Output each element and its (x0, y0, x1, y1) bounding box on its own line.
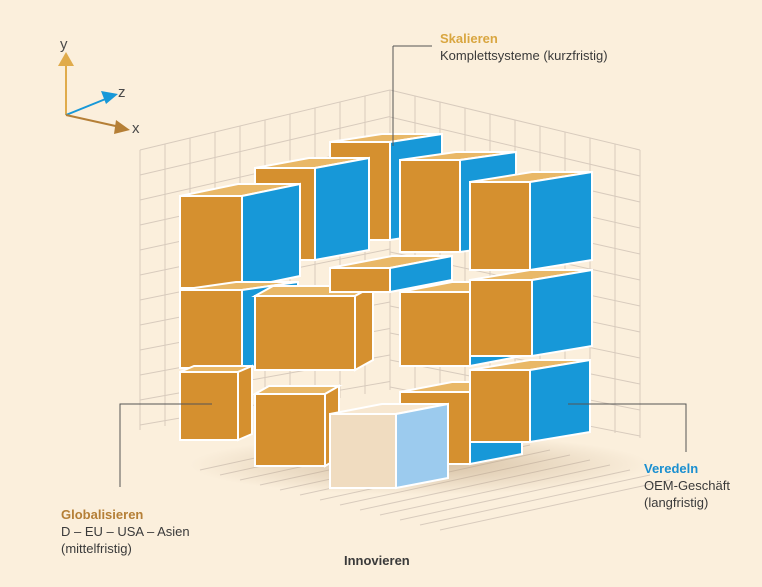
callout-globalisieren: Globalisieren D – EU – USA – Asien (mitt… (61, 506, 190, 557)
grid-line (439, 479, 671, 531)
callout-globalisieren-line1: D – EU – USA – Asien (61, 524, 190, 539)
grid-line (389, 89, 641, 151)
y-axis-arrowhead (58, 52, 74, 66)
cube-mid-center-left-side (354, 284, 374, 372)
cube-bottom-left-side (237, 364, 253, 442)
grid-line (419, 474, 651, 526)
cube-mid-right-front (469, 279, 533, 357)
cube-mid-right-side (531, 268, 593, 358)
cube-mid-center-right-front (399, 291, 471, 367)
cube-highlight (329, 402, 449, 490)
cube-mid-left-front (179, 289, 243, 369)
cube-top-mid-left-side (314, 156, 370, 262)
grid-line (139, 116, 391, 176)
leader-lines (119, 45, 687, 487)
cube-mid-center-top-front (329, 267, 391, 293)
callout-globalisieren-line2: (mittelfristig) (61, 541, 132, 556)
x-axis-label: x (132, 120, 140, 137)
z-axis-arrow (65, 97, 109, 116)
grid-line (139, 89, 391, 151)
grid-line (389, 116, 641, 177)
cube-highlight-side (395, 402, 449, 490)
cube-top-front-right (469, 170, 593, 272)
callout-skalieren: Skalieren Komplettsysteme (kurzfristig) (440, 30, 608, 64)
cube-mid-center-left (251, 284, 377, 372)
z-axis-arrowhead (101, 91, 118, 104)
cube-highlight-front (329, 413, 397, 489)
cube-top-front-left-side (241, 182, 301, 290)
cube-bottom-center-left (251, 384, 343, 468)
cube-bottom-center-left-front (254, 393, 326, 467)
cube-bottom-right (469, 358, 591, 444)
callout-skalieren-text: Komplettsysteme (kurzfristig) (440, 48, 608, 63)
axis-indicator (58, 52, 130, 134)
x-axis-arrow (65, 114, 121, 128)
callout-skalieren-title: Skalieren (440, 31, 498, 46)
z-axis-label: z (118, 84, 126, 101)
cube-bottom-left-front (179, 371, 239, 441)
cube-mid-right (469, 268, 593, 358)
x-axis-arrowhead (114, 120, 130, 134)
callout-veredeln-line2: (langfristig) (644, 495, 709, 510)
callout-veredeln: Veredeln OEM-Geschäft (langfristig) (644, 460, 730, 511)
cube-bottom-left (179, 364, 253, 442)
cube-top-mid-right-front (399, 159, 461, 253)
cube-stack (179, 132, 593, 490)
callout-innovieren-title: Innovieren (344, 553, 410, 568)
cube-mid-center-left-front (254, 295, 356, 371)
cube-mid-center-top (329, 254, 453, 294)
leader-line-left (119, 403, 212, 487)
callout-globalisieren-title: Globalisieren (61, 507, 144, 522)
cube-top-front-left (179, 182, 301, 290)
callout-innovieren: Innovieren (344, 552, 410, 569)
cube-top-front-left-front (179, 195, 243, 289)
cube-top-front-right-side (529, 170, 593, 272)
cube-mid-center-top-side (389, 254, 453, 294)
callout-veredeln-title: Veredeln (644, 461, 699, 476)
cube-bottom-right-side (529, 358, 591, 444)
y-axis-label: y (60, 36, 68, 53)
callout-veredeln-line1: OEM-Geschäft (644, 478, 730, 493)
leader-line-right (568, 403, 687, 452)
cube-top-front-right-front (469, 181, 531, 271)
cube-bottom-right-front (469, 369, 531, 443)
